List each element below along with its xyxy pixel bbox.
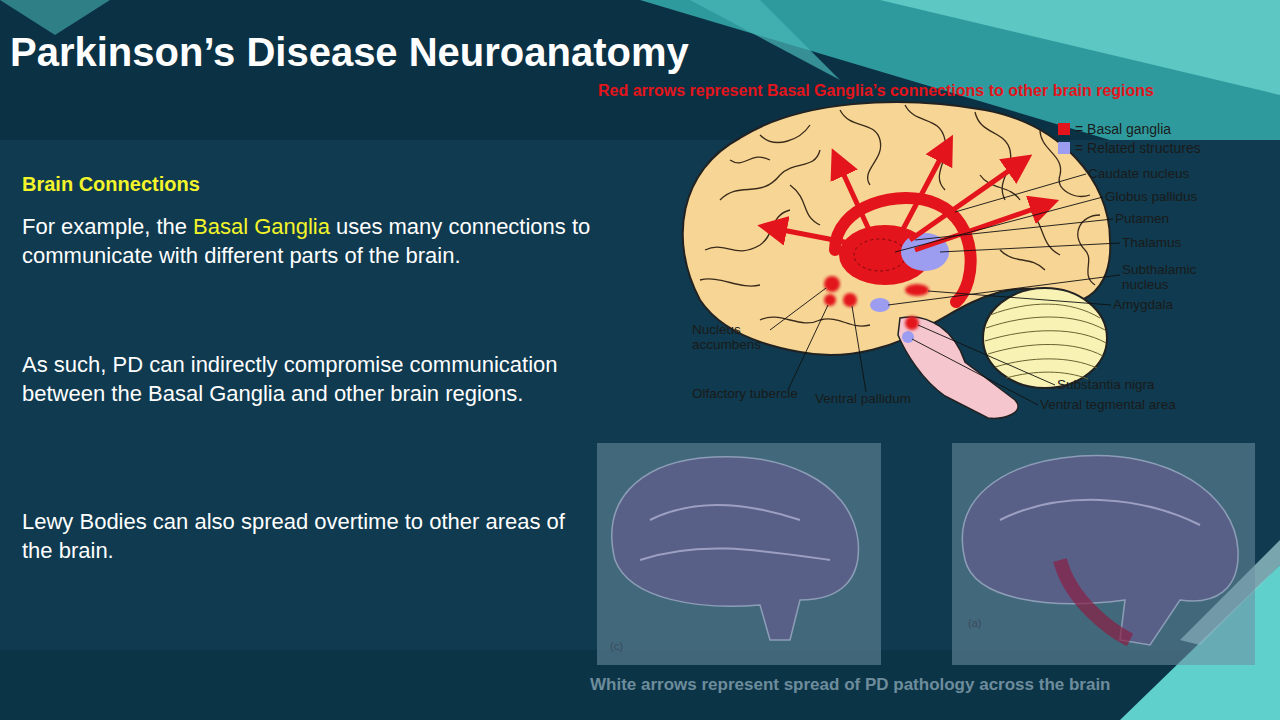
gyrus [1030, 210, 1060, 255]
teal-stripe [690, 0, 840, 80]
leader-line [770, 288, 826, 330]
olfactory-tubercle [824, 294, 836, 306]
teal-triangle [880, 0, 1280, 95]
leader-line [788, 305, 828, 390]
part-label: Putamen [1115, 211, 1169, 226]
gyrus [1078, 215, 1100, 285]
gyrus [1000, 250, 1045, 270]
section-heading: Brain Connections [22, 173, 422, 196]
part-label: Substantia nigra [1057, 377, 1155, 392]
leader-lines [770, 174, 1120, 405]
connection-arrow [772, 228, 860, 245]
top-band [0, 0, 1280, 140]
image-caption: White arrows represent spread of PD path… [590, 675, 1111, 695]
gyrus [730, 157, 770, 163]
brainstem [898, 317, 1018, 418]
part-label: Ventral tegmental area [1040, 397, 1176, 412]
part-label: Olfactory tubercle [692, 386, 798, 401]
leader-line [928, 291, 1111, 305]
arrow-note: Red arrows represent Basal Ganglia’s con… [598, 82, 1154, 100]
legend-row: = Basal ganglia [1058, 121, 1171, 137]
slide-title: Parkinson’s Disease Neuroanatomy [10, 30, 689, 75]
part-label: Nucleus accumbens [692, 322, 774, 352]
nucleus-accumbens [824, 276, 840, 292]
faded-image [952, 443, 1255, 665]
faded-image [597, 443, 881, 665]
gyrus [700, 279, 760, 286]
leader-line [912, 339, 1038, 405]
part-label: Globus pallidus [1105, 189, 1197, 204]
faded-brainstem [1060, 560, 1130, 640]
gyrus [975, 112, 1011, 200]
body-fragment: For example, the [22, 214, 187, 239]
faded-arrow [640, 505, 830, 560]
connection-arrow [838, 162, 870, 232]
part-label: Ventral pallidum [815, 391, 911, 406]
folium [986, 317, 1105, 330]
globus-pallidus-outline [854, 239, 906, 271]
gyrus [760, 125, 810, 142]
leader-line [888, 275, 1120, 305]
part-label: Subthalamic nucleus [1122, 262, 1204, 292]
amygdala [905, 284, 929, 296]
gyrus [790, 185, 820, 225]
leader-line [852, 306, 866, 392]
leader-line [895, 197, 1103, 252]
subthalamic-nucleus [870, 298, 890, 312]
folium [988, 344, 1103, 356]
cerebellum-folia [985, 304, 1106, 379]
legend-text: = Basal ganglia [1075, 121, 1171, 137]
gyrus [720, 150, 820, 200]
body-text: Lewy Bodies can also spread overtime to … [22, 507, 582, 565]
figure-letter: (a) [968, 617, 981, 629]
folium [990, 304, 1100, 318]
legend-swatch [1058, 142, 1070, 154]
gyrus [905, 105, 946, 190]
ventral-pallidum [843, 293, 857, 307]
legend-text: = Related structures [1075, 140, 1201, 156]
faded-brain [612, 457, 859, 640]
ventral-tegmental-area [902, 331, 914, 343]
body-text: For example, theBasal Gangliauses many c… [22, 212, 632, 270]
leader-line [915, 219, 1113, 240]
figure-letter: (c) [610, 640, 623, 652]
leader-line [940, 243, 1120, 252]
connection-arrow [915, 205, 1045, 250]
cerebrum [683, 102, 1110, 355]
leader-line [918, 325, 1055, 385]
faded-arrow [1000, 500, 1200, 525]
folium [995, 359, 1097, 368]
connection-arrows [772, 148, 1045, 250]
folium [985, 331, 1106, 343]
highlighted-term: Basal Ganglia [193, 214, 330, 239]
part-label: Caudate nucleus [1088, 166, 1189, 181]
legend-swatch [1058, 123, 1070, 135]
substantia-nigra [905, 316, 919, 330]
gyrus [1040, 130, 1090, 196]
corner-triangle [0, 0, 110, 35]
faded-brain [962, 455, 1238, 645]
legend-row: = Related structures [1058, 140, 1201, 156]
part-label: Amygdala [1113, 297, 1173, 312]
body-text: As such, PD can indirectly compromise co… [22, 350, 602, 408]
connection-arrow [910, 163, 1020, 240]
part-label: Thalamus [1122, 235, 1181, 250]
